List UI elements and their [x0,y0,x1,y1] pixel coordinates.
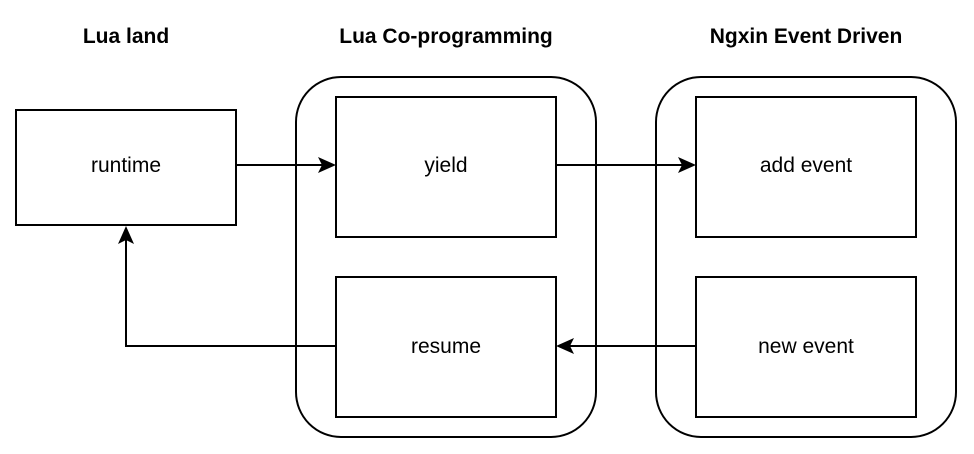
edge-runtime-to-yield [236,157,336,173]
column-title-lua-land: Lua land [83,25,169,48]
arrowhead-up-icon [118,226,134,244]
node-resume: resume [335,276,557,418]
node-runtime-label: runtime [91,154,161,177]
edge-resume-to-runtime [118,226,336,347]
node-runtime: runtime [15,109,237,226]
column-title-nginx-event-driven: Ngxin Event Driven [710,25,903,48]
edge-new-event-to-resume [556,338,696,354]
node-yield-label: yield [424,154,467,177]
node-resume-label: resume [411,335,481,358]
node-yield: yield [335,96,557,238]
node-add-event: add event [695,96,917,238]
arrowhead-right-icon [678,157,696,173]
column-title-lua-coprogramming: Lua Co-programming [339,25,553,48]
node-new-event: new event [695,276,917,418]
arrowhead-left-icon [556,338,574,354]
edge-yield-to-add-event [556,157,696,173]
node-add-event-label: add event [760,154,852,177]
node-new-event-label: new event [758,335,854,358]
arrowhead-right-icon [318,157,336,173]
